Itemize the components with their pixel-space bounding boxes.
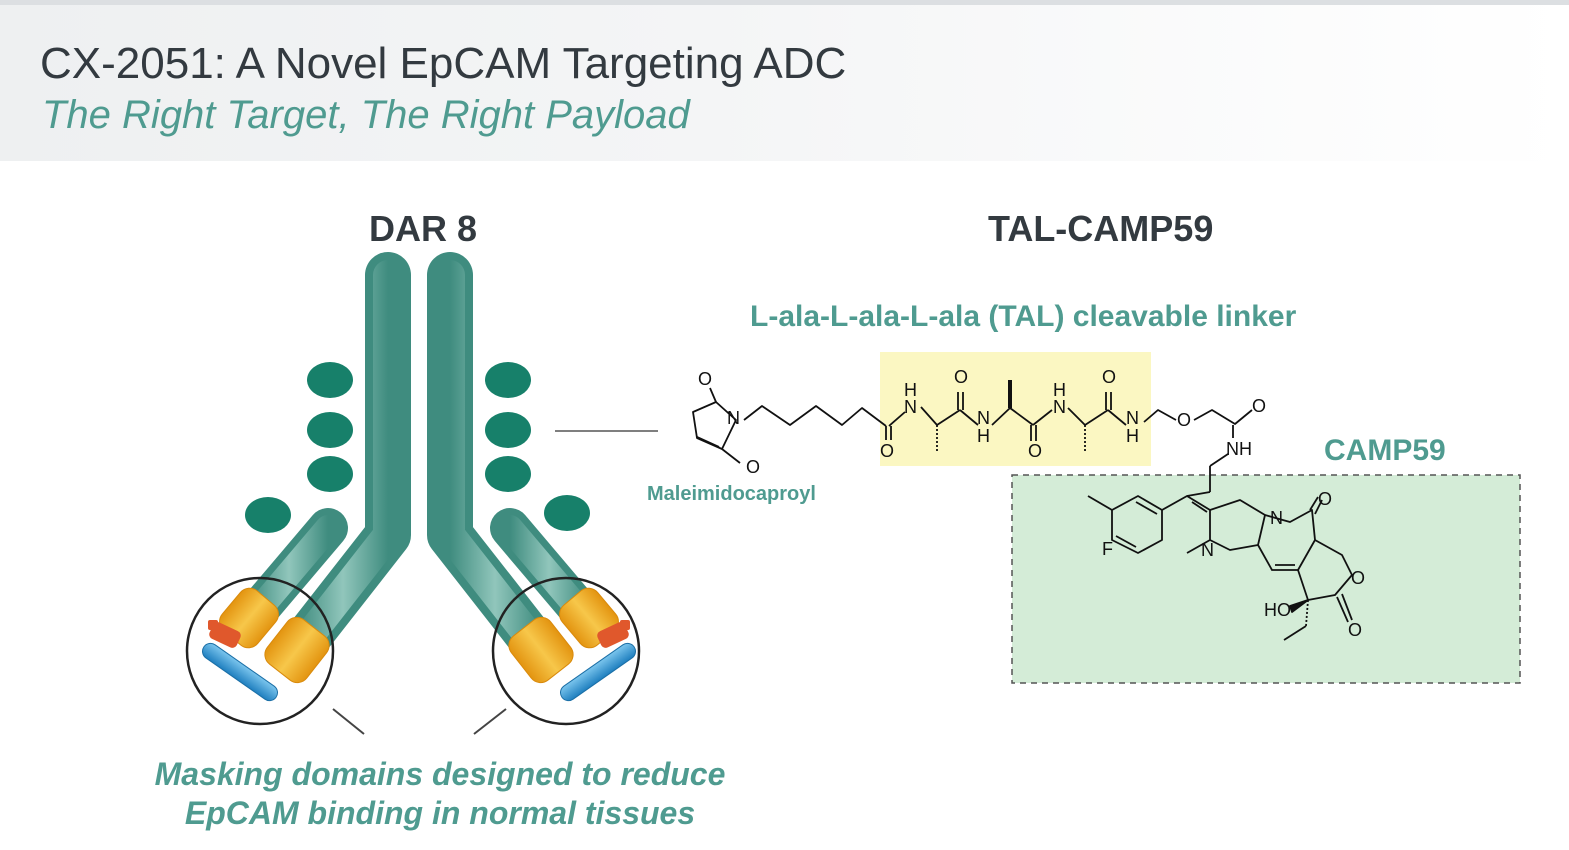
slide-header: CX-2051: A Novel EpCAM Targeting ADC The… bbox=[0, 5, 1569, 161]
svg-text:O: O bbox=[1177, 410, 1191, 430]
svg-text:O: O bbox=[1348, 620, 1362, 640]
caption-pointer-right bbox=[473, 708, 507, 735]
svg-text:O: O bbox=[954, 367, 968, 387]
svg-text:HO: HO bbox=[1264, 600, 1291, 620]
svg-text:N: N bbox=[1201, 540, 1214, 560]
payload-dot bbox=[245, 497, 291, 533]
payload-label: CAMP59 bbox=[1324, 434, 1446, 467]
svg-text:NH: NH bbox=[1226, 439, 1252, 459]
payload-dots bbox=[245, 362, 590, 533]
payload-highlight-box bbox=[1011, 474, 1521, 684]
svg-text:O: O bbox=[1252, 396, 1266, 416]
svg-text:N: N bbox=[727, 408, 740, 428]
maleimidocaproyl-label: Maleimidocaproyl bbox=[647, 483, 816, 505]
top-rule bbox=[0, 0, 1569, 5]
svg-text:N: N bbox=[1126, 408, 1139, 428]
svg-text:H: H bbox=[1126, 426, 1139, 446]
svg-text:F: F bbox=[1102, 539, 1113, 559]
mask-peptide-right bbox=[560, 642, 636, 702]
svg-text:O: O bbox=[746, 457, 760, 477]
mask-peptide-left bbox=[202, 642, 278, 702]
svg-text:O: O bbox=[1102, 367, 1116, 387]
svg-text:N: N bbox=[904, 397, 917, 417]
svg-text:H: H bbox=[977, 426, 990, 446]
payload-dot bbox=[307, 456, 353, 492]
linker-label: L-ala-L-ala-L-ala (TAL) cleavable linker bbox=[750, 300, 1297, 333]
svg-text:O: O bbox=[698, 369, 712, 389]
mask-domain-right-inner bbox=[508, 616, 574, 684]
mask-domain-left-inner bbox=[264, 616, 330, 684]
drug-name-label: TAL-CAMP59 bbox=[988, 208, 1214, 249]
payload-dot bbox=[485, 456, 531, 492]
masking-caption-line-1: Masking domains designed to reduce bbox=[154, 756, 726, 792]
masking-caption-line-2: EpCAM binding in normal tissues bbox=[184, 795, 696, 831]
svg-text:H: H bbox=[904, 380, 917, 400]
svg-text:O: O bbox=[1318, 489, 1332, 509]
svg-text:N: N bbox=[1270, 508, 1283, 528]
slide-subtitle: The Right Target, The Right Payload bbox=[42, 93, 690, 137]
slide-title: CX-2051: A Novel EpCAM Targeting ADC bbox=[40, 39, 847, 88]
caption-pointer-left bbox=[332, 708, 365, 735]
masking-caption: Masking domains designed to reduce EpCAM… bbox=[110, 755, 770, 833]
mask-highlight-circle-left bbox=[185, 576, 335, 726]
dar-label: DAR 8 bbox=[369, 208, 478, 249]
atom-labels: O N O O H N O N H O H N O N H O O NH F N… bbox=[698, 367, 1365, 640]
antibody-illustration bbox=[185, 252, 641, 735]
payload-dot bbox=[544, 495, 590, 531]
payload-dot bbox=[307, 412, 353, 448]
payload-dot bbox=[485, 412, 531, 448]
payload-dot bbox=[307, 362, 353, 398]
svg-text:N: N bbox=[977, 408, 990, 428]
svg-text:O: O bbox=[880, 441, 894, 461]
mask-highlight-circle-right bbox=[491, 576, 641, 726]
svg-text:O: O bbox=[1028, 441, 1042, 461]
svg-text:N: N bbox=[1053, 397, 1066, 417]
svg-text:H: H bbox=[1053, 380, 1066, 400]
svg-text:O: O bbox=[1351, 568, 1365, 588]
tal-camp59-structure bbox=[692, 380, 1353, 641]
payload-dot bbox=[485, 362, 531, 398]
